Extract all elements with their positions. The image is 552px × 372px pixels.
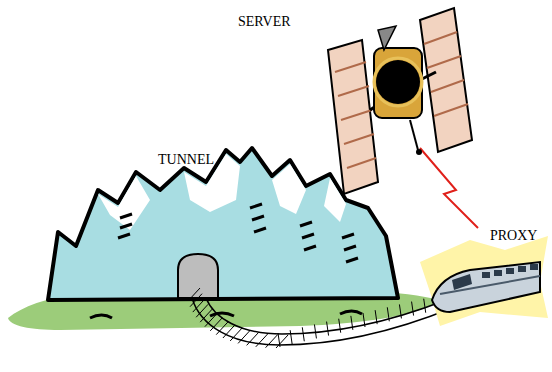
ground-marks [90, 311, 362, 318]
railway-track [192, 298, 452, 345]
track-tie [351, 316, 353, 330]
track-tie [188, 288, 200, 301]
track-tie [363, 313, 365, 327]
track-tie [205, 314, 217, 327]
track-tie [424, 299, 426, 313]
component-label: SERVER [238, 14, 291, 30]
track-tie [247, 332, 259, 345]
track-ties [188, 288, 450, 348]
train-window [452, 274, 472, 290]
track-tie [210, 318, 222, 331]
train-windows [482, 264, 538, 278]
track-tie [339, 319, 341, 333]
track-tie [256, 334, 268, 347]
snow [98, 154, 346, 230]
track-tie [412, 302, 414, 316]
track-tie [387, 307, 389, 321]
component-label: PROXY [490, 228, 537, 244]
satellite [328, 8, 472, 194]
rock-marks [118, 204, 358, 262]
tunnel-portal [178, 254, 218, 298]
track-tie [230, 328, 242, 341]
track-tie [302, 327, 304, 341]
track-tie [314, 324, 316, 338]
track-tie [399, 304, 401, 318]
track-tie [216, 322, 228, 335]
train-glow [420, 236, 548, 326]
component-label: TUNNEL [158, 152, 214, 168]
track-tie [290, 330, 292, 344]
track-tie [276, 335, 288, 348]
track-tie [238, 330, 250, 343]
track-tie [223, 325, 235, 338]
track-tie [375, 310, 377, 324]
track-tie [266, 335, 278, 348]
radio-link [420, 148, 478, 228]
train-body [432, 262, 540, 312]
track-tie [278, 333, 280, 347]
track-tie [327, 322, 329, 336]
